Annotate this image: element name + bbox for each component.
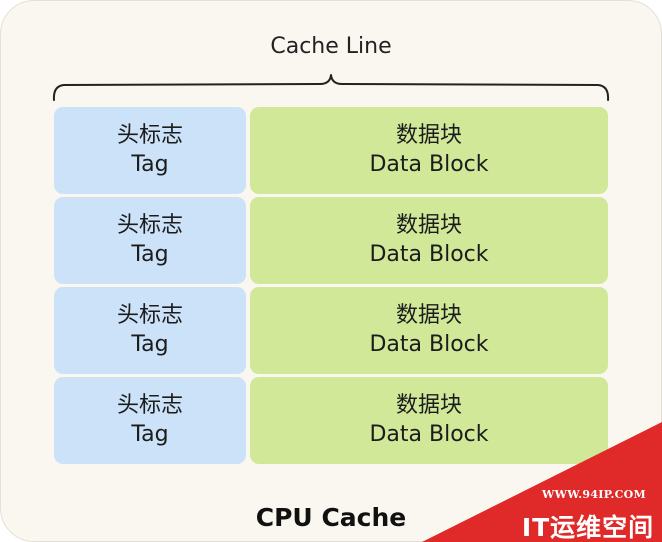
tag-cell: 头标志 Tag — [54, 287, 246, 374]
tag-en-label: Tag — [131, 151, 169, 177]
cache-line-row: 头标志 Tag 数据块 Data Block — [54, 197, 608, 284]
data-block-cn-label: 数据块 — [395, 212, 462, 238]
cache-line-label: Cache Line — [270, 34, 392, 59]
tag-cell: 头标志 Tag — [54, 377, 246, 464]
data-block-en-label: Data Block — [369, 151, 489, 177]
cache-line-row: 头标志 Tag 数据块 Data Block — [54, 107, 608, 194]
data-block-en-label: Data Block — [369, 331, 489, 357]
tag-cell: 头标志 Tag — [54, 107, 246, 194]
tag-en-label: Tag — [131, 331, 169, 357]
tag-en-label: Tag — [131, 241, 169, 267]
tag-cn-label: 头标志 — [116, 302, 183, 328]
tag-cn-label: 头标志 — [116, 122, 183, 148]
data-block-en-label: Data Block — [369, 421, 489, 447]
tag-cn-label: 头标志 — [116, 392, 183, 418]
watermark-name: IT运维空间 — [521, 513, 655, 542]
tag-en-label: Tag — [131, 421, 169, 447]
data-block-cn-label: 数据块 — [395, 392, 462, 418]
data-block-cell: 数据块 Data Block — [250, 287, 608, 374]
cache-line-row: 头标志 Tag 数据块 Data Block — [54, 377, 608, 464]
watermark-banner — [422, 422, 662, 542]
data-block-cn-label: 数据块 — [395, 122, 462, 148]
watermark-url: WWW.94IP.COM — [541, 488, 647, 501]
data-block-cn-label: 数据块 — [395, 302, 462, 328]
cache-line-row: 头标志 Tag 数据块 Data Block — [54, 287, 608, 374]
tag-cell: 头标志 Tag — [54, 197, 246, 284]
cache-line-brace — [52, 74, 610, 101]
data-block-en-label: Data Block — [369, 241, 489, 267]
data-block-cell: 数据块 Data Block — [250, 107, 608, 194]
tag-cn-label: 头标志 — [116, 212, 183, 238]
cpu-cache-caption: CPU Cache — [255, 503, 407, 532]
data-block-cell: 数据块 Data Block — [250, 377, 608, 464]
data-block-cell: 数据块 Data Block — [250, 197, 608, 284]
